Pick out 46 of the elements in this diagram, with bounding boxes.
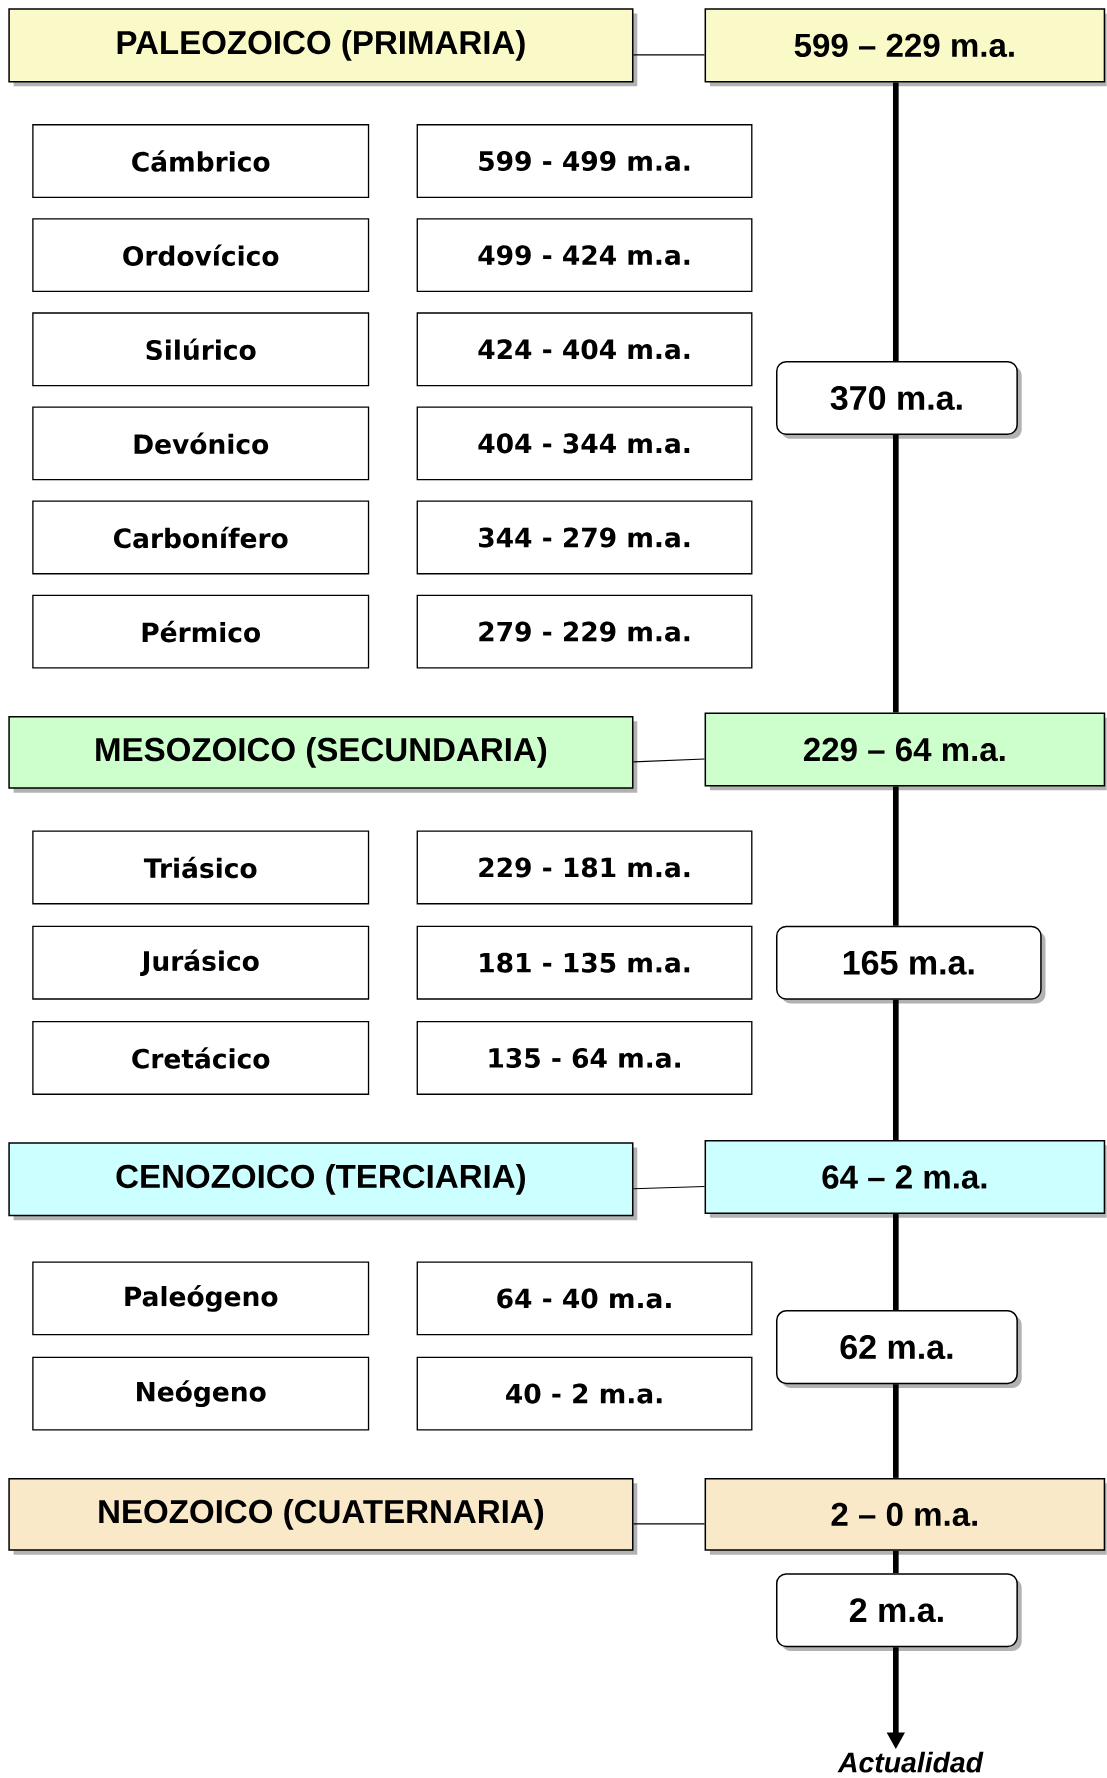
- timeline-line: [893, 786, 899, 926]
- period-box: Cretácico: [32, 1021, 370, 1095]
- era-box: CENOZOICO (TERCIARIA): [8, 1142, 638, 1221]
- era-box: NEOZOICO (CUATERNARIA): [8, 1477, 638, 1555]
- period-box: 279 - 229 m.a.: [416, 594, 753, 669]
- period-box: 424 - 404 m.a.: [416, 312, 753, 387]
- period-box: 135 - 64 m.a.: [416, 1021, 753, 1095]
- date-range-box: 64 – 2 m.a.: [704, 1140, 1107, 1218]
- period-box: Ordovícico: [32, 218, 370, 293]
- timeline-line: [893, 1214, 899, 1311]
- period-box: Jurásico: [32, 925, 370, 1000]
- period-box: 404 - 344 m.a.: [416, 406, 753, 481]
- period-box: 344 - 279 m.a.: [416, 500, 753, 575]
- era-box: MESOZOICO (SECUNDARIA): [8, 715, 638, 793]
- period-box: 499 - 424 m.a.: [416, 218, 753, 293]
- period-box: Silúrico: [32, 312, 370, 387]
- date-range-box: 229 – 64 m.a.: [704, 712, 1107, 791]
- period-box: Triásico: [32, 830, 370, 905]
- duration-box: 165 m.a.: [776, 925, 1046, 1004]
- period-box: 64 - 40 m.a.: [416, 1261, 753, 1336]
- date-range-box: 599 – 229 m.a.: [704, 8, 1107, 87]
- duration-box: 62 m.a.: [776, 1310, 1022, 1388]
- duration-box: 370 m.a.: [776, 360, 1022, 439]
- period-box: 40 - 2 m.a.: [416, 1356, 753, 1431]
- connector-line: [633, 758, 706, 763]
- period-box: Paleógeno: [32, 1261, 370, 1336]
- connector-line: [633, 1185, 706, 1190]
- date-range-box: 2 – 0 m.a.: [704, 1477, 1107, 1555]
- period-box: Pérmico: [32, 594, 370, 669]
- connector-line: [633, 54, 706, 56]
- period-box: Cámbrico: [32, 124, 370, 198]
- period-box: Carbonífero: [32, 500, 370, 575]
- period-box: 229 - 181 m.a.: [416, 830, 753, 905]
- timeline-line: [893, 1550, 899, 1574]
- period-box: 599 - 499 m.a.: [416, 124, 753, 198]
- timeline-line: [893, 1384, 899, 1478]
- period-box: Devónico: [32, 406, 370, 481]
- era-box: PALEOZOICO (PRIMARIA): [8, 8, 638, 87]
- end-label: Actualidad: [837, 1751, 984, 1773]
- period-box: Neógeno: [32, 1356, 370, 1431]
- timeline-line: [893, 999, 899, 1140]
- connector-line: [633, 1523, 706, 1525]
- timeline-line: [893, 435, 899, 713]
- period-box: 181 - 135 m.a.: [416, 925, 753, 1000]
- timeline-line: [893, 82, 899, 361]
- duration-box: 2 m.a.: [776, 1573, 1022, 1651]
